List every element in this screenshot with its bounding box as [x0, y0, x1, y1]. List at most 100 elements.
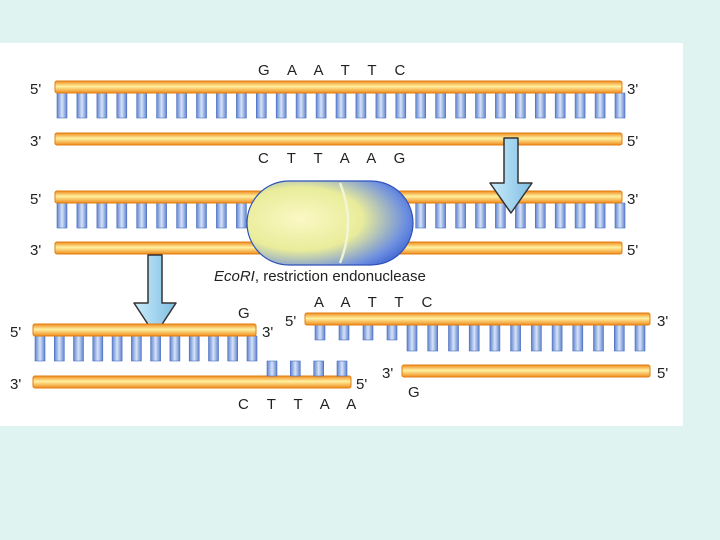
base-pair-rung — [406, 324, 418, 352]
base-pair-rung — [169, 335, 181, 362]
ecori-enzyme — [246, 180, 414, 266]
base-pair-rung — [386, 324, 398, 341]
base-pair-rung — [515, 92, 526, 119]
fragment-left-bottom-strand — [32, 375, 352, 389]
bottom-strand-row-1 — [54, 132, 623, 146]
base-pair-rung — [176, 202, 187, 229]
base-pair-rung — [56, 202, 68, 229]
fragment-right-top-strand — [304, 312, 651, 326]
recognition-site-top: G A A T T C — [258, 62, 412, 79]
base-pair-rung — [336, 360, 348, 377]
base-pair-rung — [156, 92, 167, 119]
base-pair-rung — [92, 335, 104, 362]
base-pair-rung — [188, 335, 200, 362]
base-pair-rung — [338, 324, 350, 341]
dna-row-1: 5' 3' 3' 5' G A A T T C C T T A A G — [30, 62, 638, 167]
fragment-right-bottom-strand — [401, 364, 651, 378]
label-5prime-r2b-right: 5' — [627, 242, 638, 259]
base-pair-rung — [313, 360, 325, 377]
base-pair-rung — [136, 202, 147, 229]
base-pair-rung — [435, 202, 446, 229]
fragment-left: 5' 3' 3' 5' G C T T A A — [10, 305, 367, 413]
base-pair-rung — [614, 202, 626, 229]
fragment-left-top-strand — [32, 323, 257, 337]
diagram-panel: 5' 3' 3' 5' G A A T T C C T T A A G 5' 3… — [0, 43, 683, 426]
base-pair-rung — [111, 335, 123, 362]
base-pair-rung — [415, 202, 427, 229]
base-pair-rung — [455, 202, 466, 229]
base-pair-rung — [534, 92, 546, 119]
base-pair-rung — [96, 92, 108, 119]
label-5prime-fr-bottom: 5' — [657, 365, 668, 382]
base-pair-rung — [236, 92, 247, 119]
base-pair-rung — [594, 202, 606, 229]
base-pair-rung — [515, 202, 526, 229]
base-pair-rung — [510, 324, 521, 352]
base-pair-rung — [593, 324, 604, 352]
base-pair-rung — [53, 335, 65, 362]
base-pair-rung — [34, 335, 46, 362]
base-pair-rung — [574, 92, 586, 119]
dna-row-2: 5' 3' 3' 5' EcoRI, restriction endonucle… — [30, 180, 638, 285]
base-pairs-fragment-left-overhang — [266, 360, 348, 377]
top-strand-row-1 — [54, 80, 623, 94]
fragment-right-bottom-overhang: G — [408, 384, 427, 401]
base-pair-rung — [448, 324, 459, 352]
label-3prime-fr-top: 3' — [657, 313, 668, 330]
enzyme-description: , restriction endonuclease — [255, 268, 426, 285]
base-pair-rung — [246, 335, 258, 362]
base-pair-rung — [495, 202, 506, 229]
fragment-left-bottom-overhang: C T T A A — [238, 396, 363, 413]
base-pairs-row-1 — [56, 92, 626, 119]
base-pair-rung — [531, 324, 542, 352]
base-pair-rung — [116, 202, 128, 229]
enzyme-label: EcoRI, restriction endonuclease — [214, 268, 426, 285]
base-pair-rung — [614, 92, 626, 119]
label-3prime-fr-bottom: 3' — [382, 365, 393, 382]
base-pair-rung — [551, 324, 563, 352]
base-pair-rung — [76, 92, 88, 119]
base-pair-rung — [150, 335, 161, 362]
base-pair-rung — [295, 92, 307, 119]
ecori-diagram: 5' 3' 3' 5' G A A T T C C T T A A G 5' 3… — [10, 62, 668, 413]
label-3prime-fl-bottom: 3' — [10, 376, 21, 393]
fragment-right-top-overhang: A A T T C — [314, 294, 439, 311]
base-pair-rung — [427, 324, 439, 352]
base-pair-rung — [136, 92, 147, 119]
base-pair-rung — [208, 335, 219, 362]
label-3prime-r1b-left: 3' — [30, 133, 41, 150]
base-pair-rung — [116, 92, 128, 119]
base-pair-rung — [76, 202, 88, 229]
base-pair-rung — [375, 92, 387, 119]
base-pair-rung — [362, 324, 374, 341]
base-pair-rung — [73, 335, 84, 362]
base-pair-rung — [554, 202, 566, 229]
enzyme-name: EcoRI — [214, 268, 255, 285]
label-5prime-fl-bottom: 5' — [356, 376, 367, 393]
label-3prime-r2-right: 3' — [627, 191, 638, 208]
label-5prime-r1b-right: 5' — [627, 133, 638, 150]
label-5prime-fr-top: 5' — [285, 313, 296, 330]
base-pair-rung — [572, 324, 584, 352]
label-3prime-r2b-left: 3' — [30, 242, 41, 259]
base-pair-rung — [227, 335, 238, 362]
base-pair-rung — [435, 92, 446, 119]
base-pair-rung — [96, 202, 108, 229]
base-pair-rung — [255, 92, 267, 119]
base-pairs-fragment-right — [406, 324, 646, 352]
base-pair-rung — [176, 92, 187, 119]
base-pair-rung — [216, 92, 227, 119]
label-5prime-r2-left: 5' — [30, 191, 41, 208]
base-pair-rung — [56, 92, 68, 119]
cut-arrow-bottom-strand — [133, 254, 177, 336]
label-3prime-r1-right: 3' — [627, 81, 638, 98]
base-pair-rung — [131, 335, 142, 362]
label-3prime-fl-top: 3' — [262, 324, 273, 341]
base-pair-rung — [315, 92, 327, 119]
base-pair-rung — [534, 202, 546, 229]
base-pairs-fragment-right-overhang — [314, 324, 398, 341]
base-pair-rung — [236, 202, 247, 229]
fragment-left-top-overhang: G — [238, 305, 257, 322]
label-5prime-r1-left: 5' — [30, 81, 41, 98]
base-pair-rung — [468, 324, 480, 352]
